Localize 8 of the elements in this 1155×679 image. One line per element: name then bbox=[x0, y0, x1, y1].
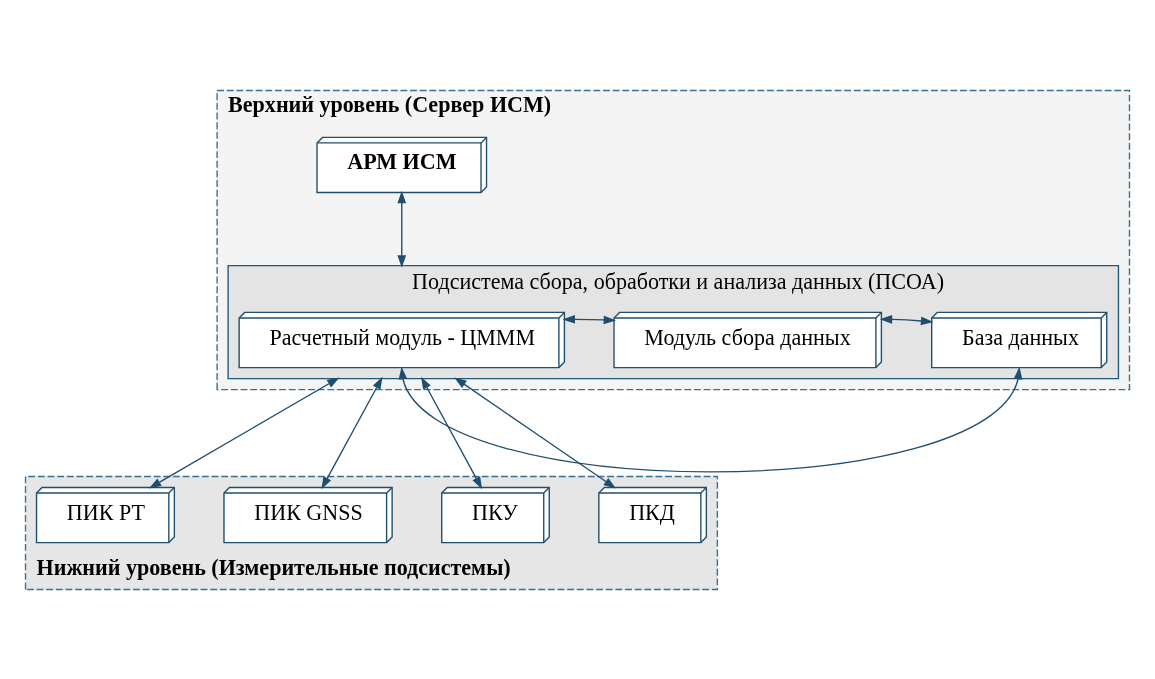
arrow bbox=[321, 376, 383, 489]
arrow bbox=[562, 314, 617, 324]
arrow bbox=[454, 376, 617, 489]
arrow bbox=[421, 376, 483, 489]
arrow bbox=[879, 314, 934, 325]
arrow bbox=[398, 366, 1023, 473]
arrow bbox=[397, 190, 407, 268]
arrow bbox=[148, 377, 340, 488]
